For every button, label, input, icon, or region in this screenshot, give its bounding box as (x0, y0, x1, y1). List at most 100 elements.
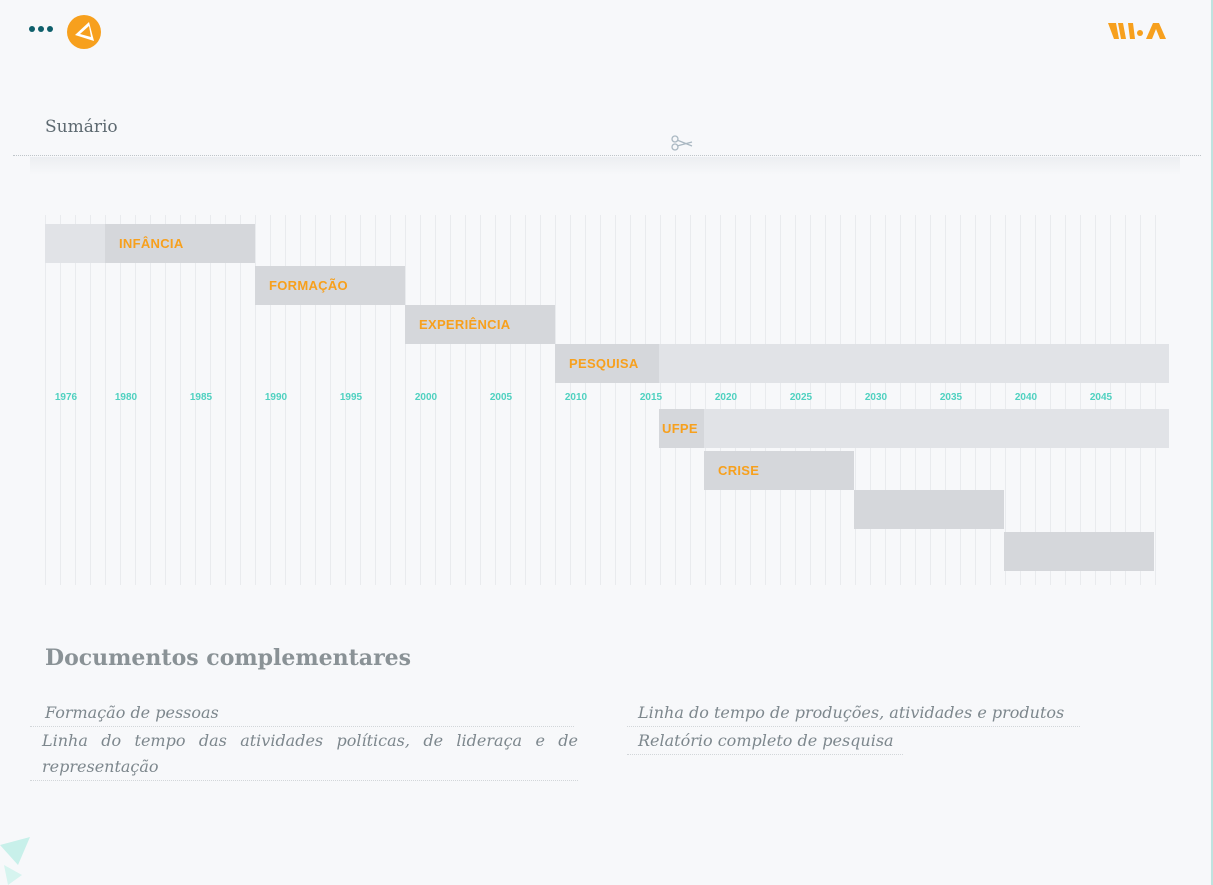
timeline-gridline (810, 215, 811, 585)
year-label: 2005 (489, 392, 513, 403)
year-label: 2025 (789, 392, 813, 403)
timeline-gridline (315, 215, 316, 585)
doc-link-linha-politica[interactable]: Linha do tempo das atividades políticas,… (30, 728, 578, 781)
timeline-gridline (165, 215, 166, 585)
timeline-gridline (225, 215, 226, 585)
timeline-gridline (990, 215, 991, 585)
period-crise[interactable]: CRISE (704, 451, 854, 490)
timeline-gridline (330, 215, 331, 585)
corner-decoration-icon (0, 837, 30, 885)
timeline-gridline (495, 215, 496, 585)
timeline-gridline (420, 215, 421, 585)
year-label: 2040 (1014, 392, 1038, 403)
timeline-gridline (885, 215, 886, 585)
timeline-gridline (870, 215, 871, 585)
period-label: PESQUISA (569, 356, 639, 371)
timeline-gridline (300, 215, 301, 585)
timeline-gridline (240, 215, 241, 585)
timeline-gridline (825, 215, 826, 585)
timeline-gridline (1065, 215, 1066, 585)
timeline-gridline (1095, 215, 1096, 585)
timeline-gridline (690, 215, 691, 585)
timeline-gridline (45, 215, 46, 585)
timeline-gridline (900, 215, 901, 585)
timeline-gridline (1005, 215, 1006, 585)
timeline-gridline (735, 215, 736, 585)
timeline-gridline (915, 215, 916, 585)
timeline-gridline (705, 215, 706, 585)
timeline-gridline (720, 215, 721, 585)
timeline-gridline (765, 215, 766, 585)
timeline-gridline (195, 215, 196, 585)
timeline-gridline (615, 215, 616, 585)
timeline-gridline (945, 215, 946, 585)
timeline-gridline (570, 215, 571, 585)
summary-divider (13, 155, 1201, 156)
period-pesquisa[interactable]: PESQUISA (555, 344, 659, 383)
dot (29, 26, 35, 32)
more-dots-icon[interactable] (29, 26, 53, 32)
timeline-gridline (630, 215, 631, 585)
timeline-gridline (360, 215, 361, 585)
doc-link-linha-producoes[interactable]: Linha do tempo de produções, atividades … (627, 700, 1080, 727)
period-infancia[interactable]: INFÂNCIA (105, 224, 255, 263)
period-unlabeled[interactable] (1004, 532, 1154, 571)
timeline-gridline (840, 215, 841, 585)
period-formacao[interactable]: FORMAÇÃO (255, 266, 405, 305)
timeline-gridline (1140, 215, 1141, 585)
timeline-gridline (90, 215, 91, 585)
timeline-gridline (660, 215, 661, 585)
timeline-gridline (1125, 215, 1126, 585)
timeline-gridline (1080, 215, 1081, 585)
timeline-gridline (375, 215, 376, 585)
period-experiencia[interactable]: EXPERIÊNCIA (405, 305, 555, 344)
dot (38, 26, 44, 32)
timeline-gridline (105, 215, 106, 585)
year-label: 2020 (714, 392, 738, 403)
year-label: 1985 (189, 392, 213, 403)
year-label: 2045 (1089, 392, 1113, 403)
timeline-gridline (465, 215, 466, 585)
period-ufpe[interactable]: UFPE (659, 409, 704, 448)
period-label: FORMAÇÃO (269, 278, 348, 293)
timeline-gridline (435, 215, 436, 585)
year-label: 2010 (564, 392, 588, 403)
year-label: 2030 (864, 392, 888, 403)
period-label: UFPE (662, 421, 698, 436)
year-label: 1995 (339, 392, 363, 403)
dot (47, 26, 53, 32)
period-unlabeled[interactable] (854, 490, 1004, 529)
timeline-gridline (645, 215, 646, 585)
timeline-gridline (255, 215, 256, 585)
timeline-gridline (1110, 215, 1111, 585)
timeline-gridline (75, 215, 76, 585)
circle-logo-icon[interactable] (67, 15, 101, 49)
scissors-icon (671, 135, 693, 151)
timeline-gridline (1020, 215, 1021, 585)
timeline-gridline (540, 215, 541, 585)
year-label: 1990 (264, 392, 288, 403)
doc-link-formacao[interactable]: Formação de pessoas (30, 700, 574, 727)
year-label: 2015 (639, 392, 663, 403)
period-ufpe-extension (704, 409, 1169, 448)
timeline-gridline (975, 215, 976, 585)
timeline-gridline (210, 215, 211, 585)
doc-link-relatorio[interactable]: Relatório completo de pesquisa (627, 728, 903, 755)
timeline-gridline (600, 215, 601, 585)
right-edge-border (1211, 0, 1213, 885)
period-label: EXPERIÊNCIA (419, 317, 511, 332)
timeline-gridline (960, 215, 961, 585)
timeline-gridline (285, 215, 286, 585)
year-label: 1980 (114, 392, 138, 403)
timeline-gridline (795, 215, 796, 585)
timeline-gridline (585, 215, 586, 585)
timeline-gridline (780, 215, 781, 585)
brand-logo-icon[interactable] (1106, 20, 1168, 42)
timeline-gridline (270, 215, 271, 585)
summary-title: Sumário (45, 117, 118, 137)
timeline-gridline (1050, 215, 1051, 585)
timeline-gridline (390, 215, 391, 585)
timeline-gridline (405, 215, 406, 585)
timeline-gridline (480, 215, 481, 585)
timeline-gridline (180, 215, 181, 585)
